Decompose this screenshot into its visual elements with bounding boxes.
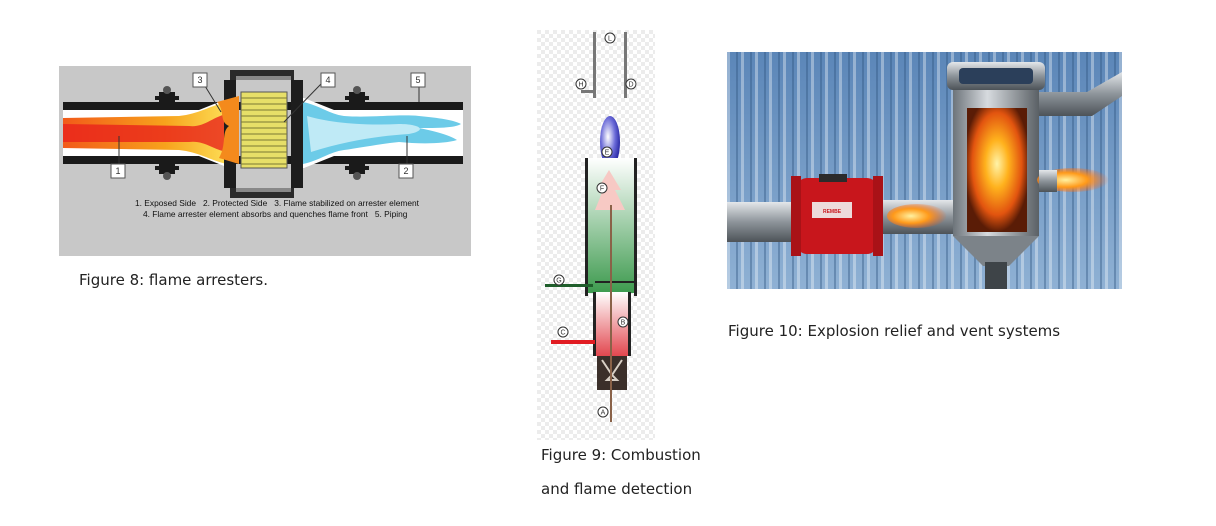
svg-text:3: 3 [197,75,202,85]
figure-8-caption: Figure 8: flame arresters. [79,271,269,289]
svg-text:1: 1 [115,166,120,176]
flame-arrester-diagram: 1 2 3 4 5 1. Exposed Side 2. Protected S… [59,66,471,256]
callout-2: 2 [398,136,414,179]
figure-8-flame-arrester: 1 2 3 4 5 1. Exposed Side 2. Protected S… [59,66,471,256]
label-b: B [617,316,629,328]
svg-text:C: C [560,330,565,337]
label-e: E [601,146,613,158]
svg-text:5: 5 [415,75,420,85]
svg-text:G: G [556,278,561,285]
explosion-relief-photo: REMBE [727,52,1122,289]
svg-text:4: 4 [325,75,330,85]
svg-text:B: B [621,320,626,327]
svg-text:H: H [578,82,583,89]
callout-5: 5 [410,72,426,102]
label-a: A [597,406,609,418]
label-f: F [596,182,608,194]
figure-9-caption-line-1: Figure 9: Combustion [541,446,701,464]
figure-9-combustion-detection: L H D E F G B C A [537,30,655,440]
combustion-detector-diagram: L H D E F G B C A [537,30,655,440]
svg-text:2: 2 [403,166,408,176]
rembe-badge: REMBE [823,209,842,215]
figure-10-caption: Figure 10: Explosion relief and vent sys… [728,322,1061,340]
legend-line-2: 4. Flame arrester element absorbs and qu… [143,209,408,219]
figure-10-explosion-relief: REMBE [727,52,1122,289]
svg-text:A: A [601,410,606,417]
label-c: C [557,326,569,338]
svg-text:D: D [628,82,633,89]
svg-text:L: L [608,36,612,43]
figure-9-caption-line-2: and flame detection [541,480,693,498]
svg-text:E: E [605,150,610,157]
label-d: D [625,78,637,90]
legend-line-1: 1. Exposed Side 2. Protected Side 3. Fla… [135,198,420,208]
callout-4: 4 [283,72,336,123]
callout-3: 3 [192,72,222,113]
svg-text:F: F [600,186,604,193]
label-g: G [553,274,565,286]
label-l: L [604,32,616,44]
callout-1: 1 [110,136,126,179]
label-h: H [575,78,587,90]
